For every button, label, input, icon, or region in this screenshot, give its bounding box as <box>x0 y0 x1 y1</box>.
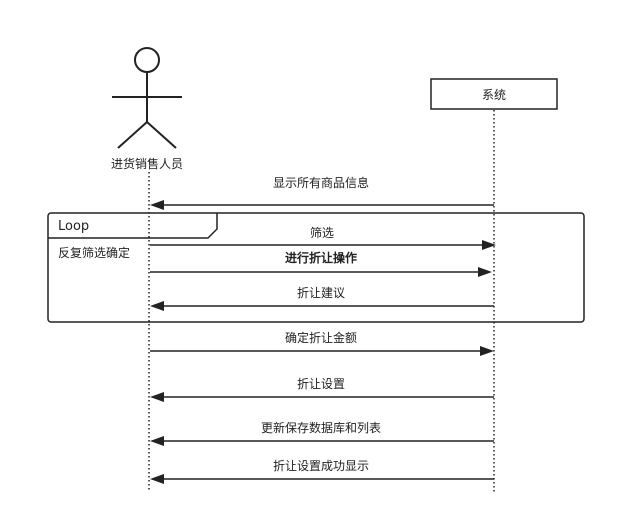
message-2: 筛选 <box>150 225 496 250</box>
message-label-7: 更新保存数据库和列表 <box>261 420 381 435</box>
message-label-3: 进行折让操作 <box>285 250 357 265</box>
message-label-5: 确定折让金额 <box>285 330 357 345</box>
loop-tag: Loop <box>58 219 89 234</box>
message-7: 更新保存数据库和列表 <box>150 420 494 446</box>
message-6: 折让设置 <box>150 376 494 402</box>
system-box <box>430 78 558 110</box>
message-5: 确定折让金额 <box>150 330 494 356</box>
system-label: 系统 <box>482 88 506 102</box>
message-label-8: 折让设置成功显示 <box>273 458 369 473</box>
message-label-1: 显示所有商品信息 <box>273 175 369 190</box>
message-4: 折让建议 <box>150 285 494 311</box>
message-8: 折让设置成功显示 <box>150 458 494 484</box>
actor-figure <box>112 47 182 149</box>
message-label-2: 筛选 <box>310 225 334 240</box>
message-1: 显示所有商品信息 <box>150 175 494 210</box>
actor-label: 进货销售人员 <box>111 156 183 171</box>
message-label-6: 折让设置 <box>297 376 345 391</box>
loop-fragment: Loop 反复筛选确定 <box>47 212 585 323</box>
loop-guard: 反复筛选确定 <box>58 245 130 260</box>
message-3: 进行折让操作 <box>150 250 492 277</box>
message-label-4: 折让建议 <box>297 285 345 300</box>
